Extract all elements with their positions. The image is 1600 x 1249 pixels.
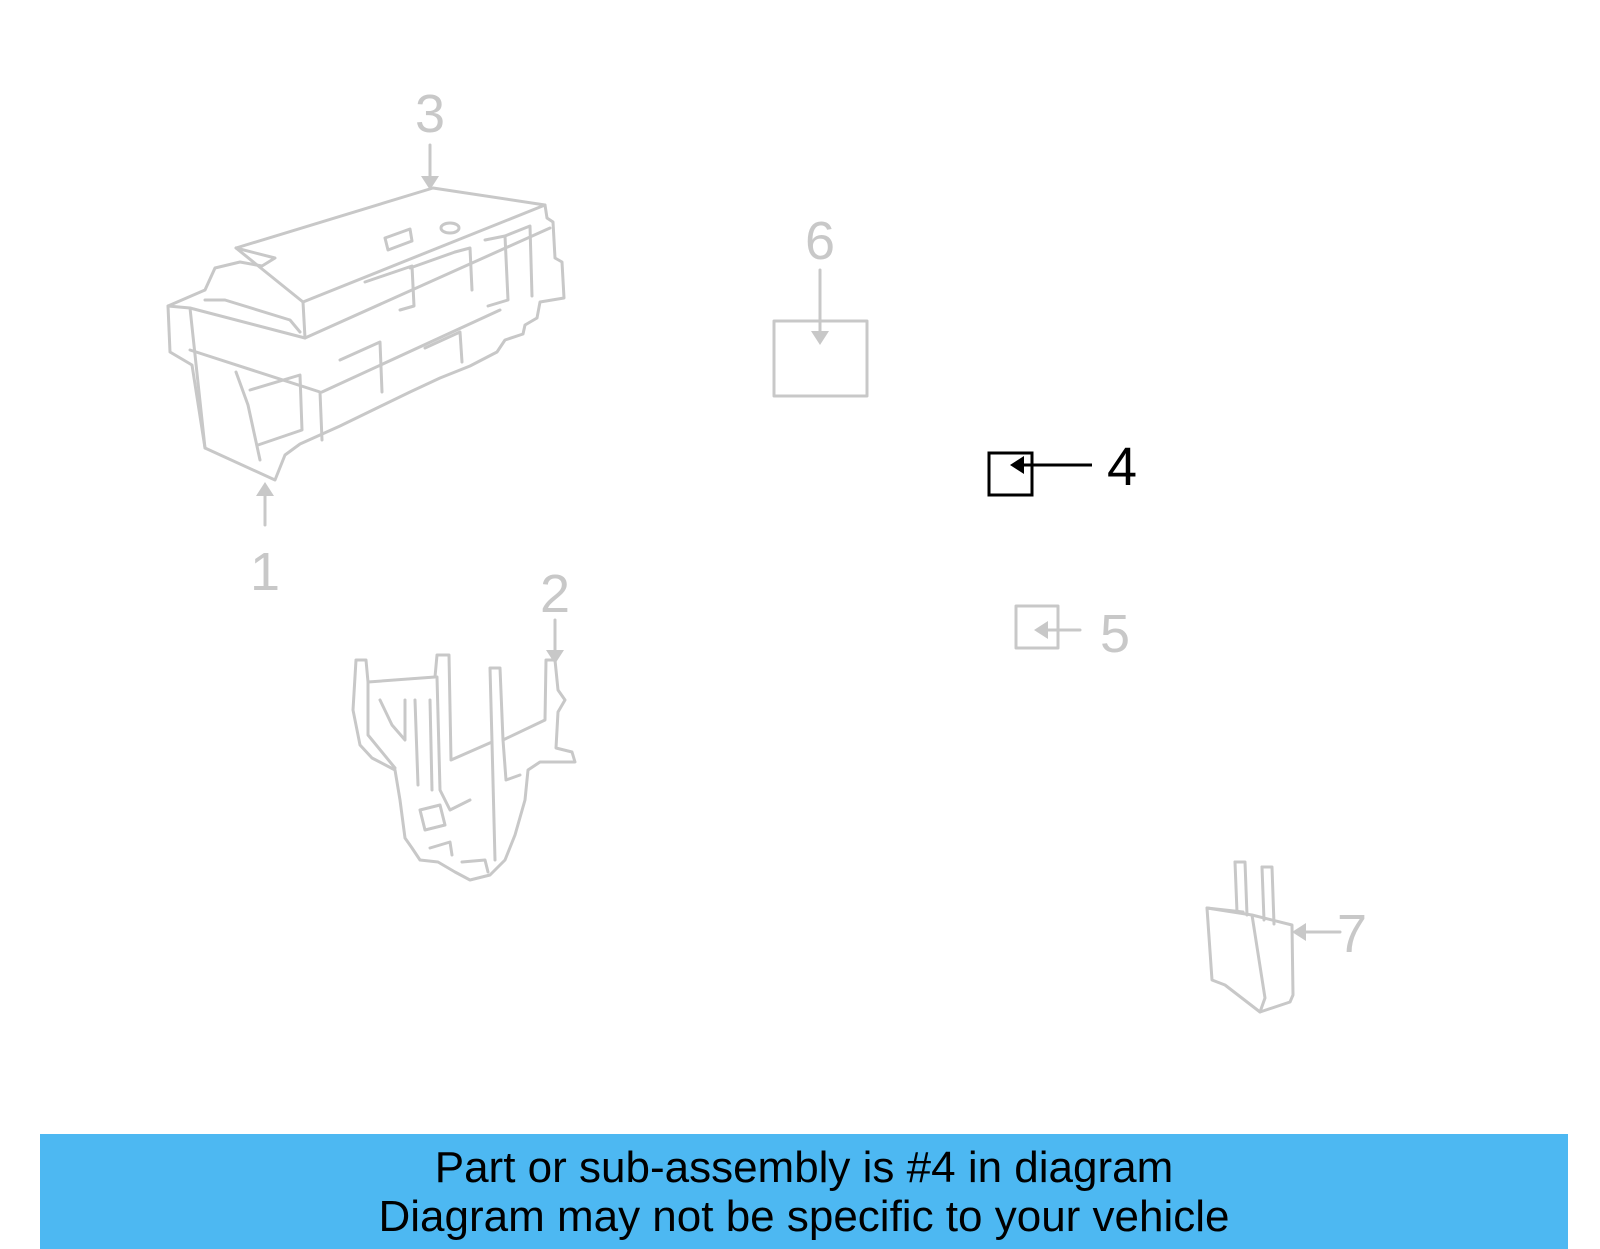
leader-7	[1292, 923, 1342, 941]
part-5-square	[1014, 604, 1060, 650]
callout-1[interactable]: 1	[250, 542, 280, 602]
leader-1	[256, 482, 274, 527]
callout-7[interactable]: 7	[1337, 904, 1367, 964]
info-banner: Part or sub-assembly is #4 in diagram Di…	[40, 1134, 1568, 1249]
callout-2[interactable]: 2	[540, 564, 570, 624]
part-fuse-box	[166, 186, 566, 482]
leader-4	[1010, 456, 1092, 474]
banner-line-2: Diagram may not be specific to your vehi…	[378, 1192, 1230, 1241]
part-relay	[1205, 860, 1295, 1014]
callout-4[interactable]: 4	[1107, 437, 1137, 497]
callout-5[interactable]: 5	[1100, 604, 1130, 664]
callout-3[interactable]: 3	[415, 84, 445, 144]
leader-2	[546, 618, 564, 664]
banner-line-1: Part or sub-assembly is #4 in diagram	[434, 1143, 1174, 1192]
callout-6[interactable]: 6	[805, 211, 835, 271]
part-bracket	[351, 653, 577, 882]
part-4-square	[987, 451, 1034, 497]
leader-5	[1034, 621, 1082, 639]
leader-3	[421, 143, 439, 190]
leader-6	[811, 268, 829, 345]
